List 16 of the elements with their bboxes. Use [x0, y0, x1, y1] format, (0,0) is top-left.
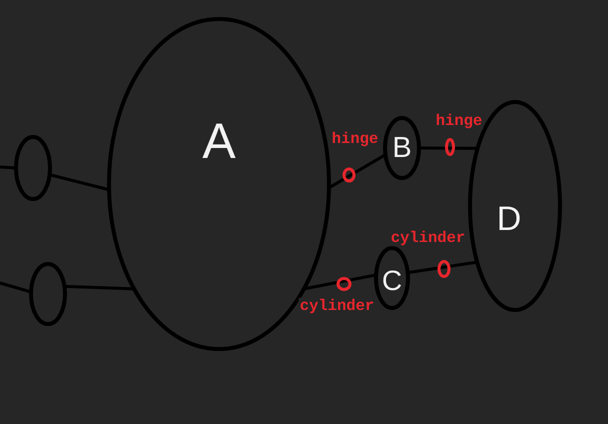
ellipse-node: B: [383, 116, 421, 180]
connector-line: [408, 260, 478, 274]
connector-line: [0, 166, 16, 170]
edge-label: cylinder: [390, 230, 466, 246]
edge-label: hinge: [434, 112, 484, 130]
empty-ellipse: [29, 262, 67, 326]
connector-line: [64, 284, 134, 290]
connector-line: [49, 173, 110, 192]
empty-ellipse: [14, 135, 52, 201]
connector-line: [328, 153, 386, 190]
ellipse-node: C: [374, 246, 410, 310]
connector-line: [0, 282, 32, 294]
edge-label: cylinder: [298, 298, 376, 314]
connector-line: [419, 146, 478, 150]
connector-line: [304, 273, 376, 290]
edge-label: hinge: [330, 130, 380, 148]
